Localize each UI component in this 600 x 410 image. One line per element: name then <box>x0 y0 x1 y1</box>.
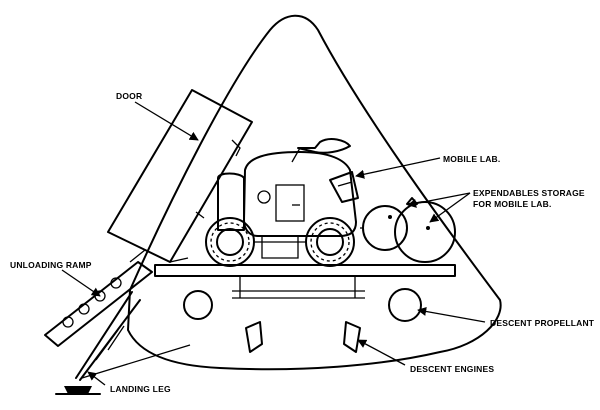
label-landing-leg: LANDING LEG <box>110 384 171 394</box>
descent-engines <box>245 321 361 353</box>
lander-hull <box>127 14 502 371</box>
descent-propellant-tanks <box>183 288 422 322</box>
door <box>107 89 253 263</box>
label-expendables-line1: EXPENDABLES STORAGE <box>473 188 585 198</box>
label-unloading-ramp: UNLOADING RAMP <box>10 260 92 270</box>
landing-leg <box>55 291 191 395</box>
deck <box>154 264 456 299</box>
label-expendables-line2: FOR MOBILE LAB. <box>473 199 552 209</box>
expendables-storage <box>360 197 456 263</box>
leader-lines <box>61 101 486 386</box>
mobile-lab <box>205 138 359 267</box>
label-descent-engines: DESCENT ENGINES <box>410 364 494 374</box>
wheel-rear <box>305 217 355 267</box>
label-descent-propellant: DESCENT PROPELLANT <box>490 318 595 328</box>
wheel-front <box>205 217 255 267</box>
label-door: DOOR <box>116 91 142 101</box>
label-mobile-lab: MOBILE LAB. <box>443 154 500 164</box>
